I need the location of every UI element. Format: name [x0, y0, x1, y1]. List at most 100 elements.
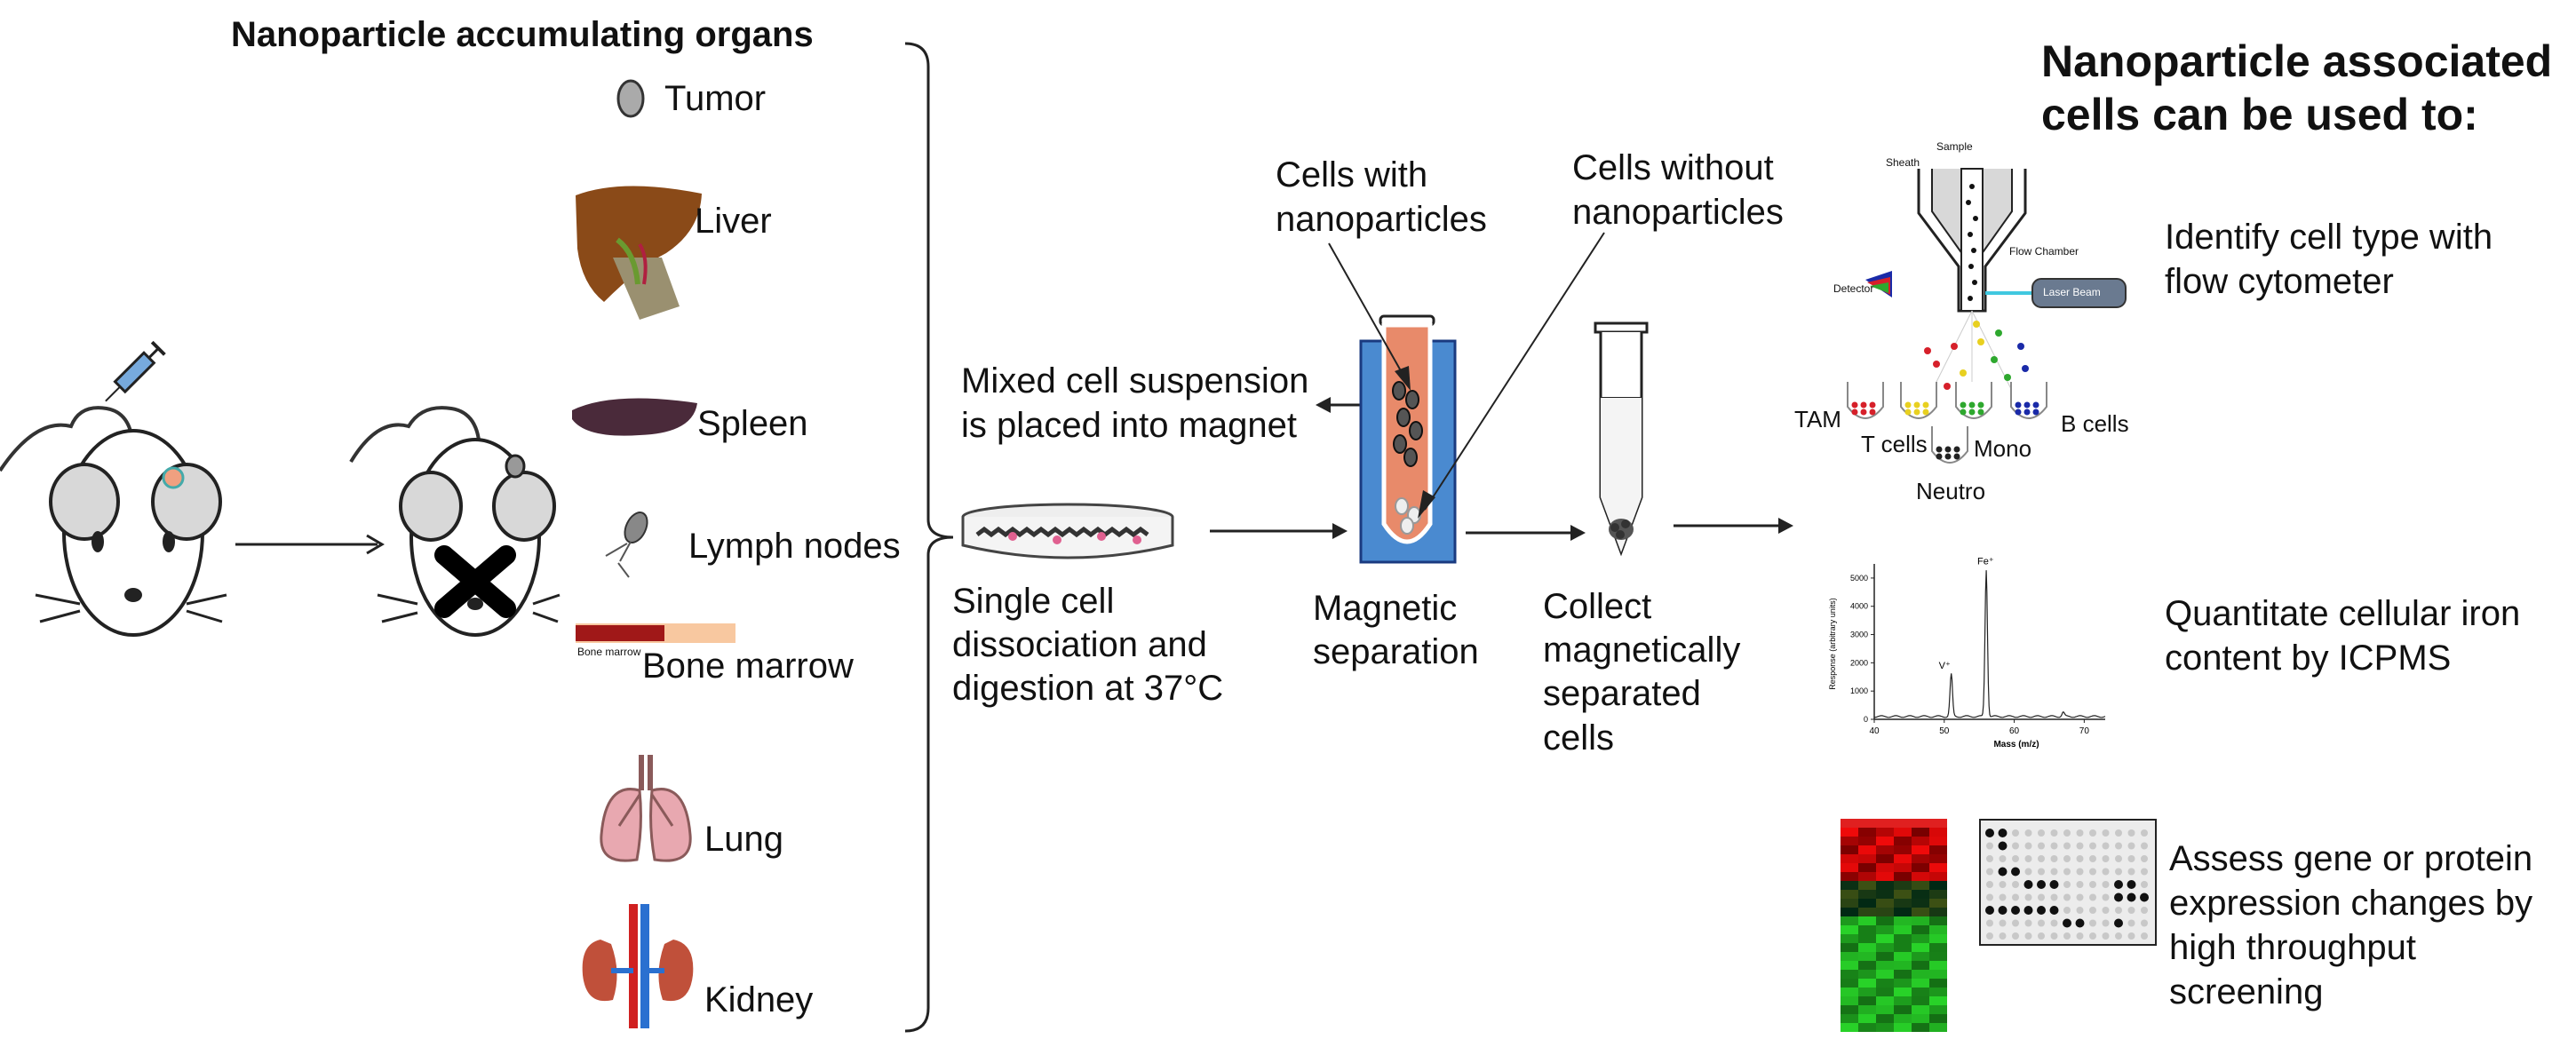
heatmap-cell	[1894, 899, 1912, 908]
heatmap-cell	[1912, 916, 1929, 925]
heatmap-cell	[1858, 872, 1876, 881]
injected-mouse	[0, 406, 227, 637]
heatmap-cell	[1858, 1023, 1876, 1032]
petri-dish-icon	[961, 503, 1174, 559]
array-spot	[2049, 906, 2059, 915]
array-spot	[2141, 919, 2148, 927]
array-spot	[2089, 932, 2096, 940]
heatmap-cell	[1841, 925, 1858, 934]
flow-text-line-2: flow cytometer	[2165, 262, 2394, 301]
array-spot	[2102, 907, 2110, 914]
arrow-dish-to-magnet	[1210, 523, 1348, 539]
array-spot	[1998, 841, 2008, 851]
heatmap-cell	[1876, 996, 1894, 1005]
icpms-peak-label-fe: Fe⁺	[1977, 556, 1994, 567]
heatmap-cell	[1894, 925, 1912, 934]
heatmap-cell	[1858, 899, 1876, 908]
heatmap-cell	[1912, 845, 1929, 854]
heatmap-cell	[1841, 943, 1858, 952]
array-spot	[2141, 855, 2148, 862]
cell-dot	[1936, 446, 1943, 453]
heatmap-cell	[1912, 872, 1929, 881]
heatmap-cell	[1841, 988, 1858, 996]
heatmap-cell	[1894, 970, 1912, 979]
array-spot	[2089, 907, 2096, 914]
heatmap-cell	[1841, 961, 1858, 970]
heatmap-cell	[1929, 979, 1947, 988]
array-spot	[1986, 893, 1993, 901]
array-spot	[2089, 868, 2096, 876]
heatmap-cell	[1894, 1023, 1912, 1032]
heatmap-cell	[1894, 908, 1912, 916]
array-spot	[2050, 855, 2058, 862]
array-spot	[2063, 868, 2071, 876]
heatmap-cell	[1858, 979, 1876, 988]
array-spot	[2012, 893, 2019, 901]
array-spot	[2127, 892, 2136, 902]
heatmap-cell	[1841, 872, 1858, 881]
heatmap-cell	[1929, 1023, 1947, 1032]
array-spot	[2089, 893, 2096, 901]
cell-dot	[1960, 401, 1967, 409]
organ-label-tumor: Tumor	[664, 79, 767, 118]
array-spot	[2063, 829, 2071, 837]
heatmap-cell	[1894, 996, 1912, 1005]
organs-bracket	[904, 42, 954, 1033]
heatmap-cell	[1929, 881, 1947, 890]
heatmap-cell	[1876, 970, 1894, 979]
array-spot	[2115, 855, 2122, 862]
heatmap-cell	[1841, 899, 1858, 908]
icpms-text-line-1: Quantitate cellular iron	[2165, 594, 2521, 633]
heatmap-cell	[1841, 996, 1858, 1005]
array-spot	[2037, 906, 2046, 915]
protein-array-blot	[1979, 819, 2157, 946]
cell-dot	[1869, 409, 1876, 416]
array-spot	[1985, 906, 1994, 915]
label-flow-chamber: Flow Chamber	[2009, 245, 2079, 258]
flow-text-line-1: Identify cell type with	[2165, 218, 2493, 257]
heatmap-cell	[1858, 996, 1876, 1005]
heatmap-cell	[1876, 979, 1894, 988]
array-spot	[1998, 829, 2008, 837]
heatmap-cell	[1858, 988, 1876, 996]
array-spot	[2076, 842, 2084, 850]
array-spot	[1999, 881, 2007, 888]
heatmap-cell	[1929, 952, 1947, 961]
heatmap-cell	[1912, 1005, 1929, 1014]
heatmap-cell	[1876, 1023, 1894, 1032]
array-spot	[2089, 855, 2096, 862]
array-spot	[2063, 842, 2071, 850]
lung-icon	[600, 755, 692, 862]
dissociation-line-1: Single cell	[952, 582, 1115, 621]
array-spot	[2012, 829, 2019, 837]
array-spot	[2011, 867, 2020, 877]
cell-dot	[1968, 409, 1976, 416]
heatmap-cell	[1894, 819, 1912, 828]
array-spot	[1999, 919, 2007, 927]
heatmap-cell	[1929, 916, 1947, 925]
array-spot	[2038, 893, 2045, 901]
cell-dot	[1977, 401, 1984, 409]
heatmap-cell	[1912, 952, 1929, 961]
heatmap-cell	[1929, 970, 1947, 979]
bone-marrow-icon	[576, 623, 735, 643]
array-spot	[2127, 855, 2135, 862]
screening-text-line-4: screening	[2169, 972, 2324, 1011]
dissociation-line-3: digestion at 37°C	[952, 669, 1224, 708]
heatmap-cell	[1929, 854, 1947, 863]
cell-dot	[2032, 409, 2039, 416]
heatmap-cell	[1929, 819, 1947, 828]
flow-cytometer-diagram	[1865, 168, 2127, 401]
icpms-y-tick-label: 1000	[1850, 686, 1868, 695]
array-spot	[2127, 842, 2135, 850]
cell-dot	[1869, 401, 1876, 409]
heatmap-cell	[1841, 934, 1858, 943]
arrow-magnet-to-tube	[1466, 525, 1586, 541]
cell-dot	[1944, 453, 1952, 460]
heatmap-cell	[1912, 996, 1929, 1005]
array-spot	[2127, 880, 2136, 889]
array-spot	[2075, 918, 2085, 928]
heatmap-cell	[1841, 881, 1858, 890]
icpms-x-tick-label: 50	[1939, 726, 1950, 736]
array-spot	[2024, 893, 2032, 901]
